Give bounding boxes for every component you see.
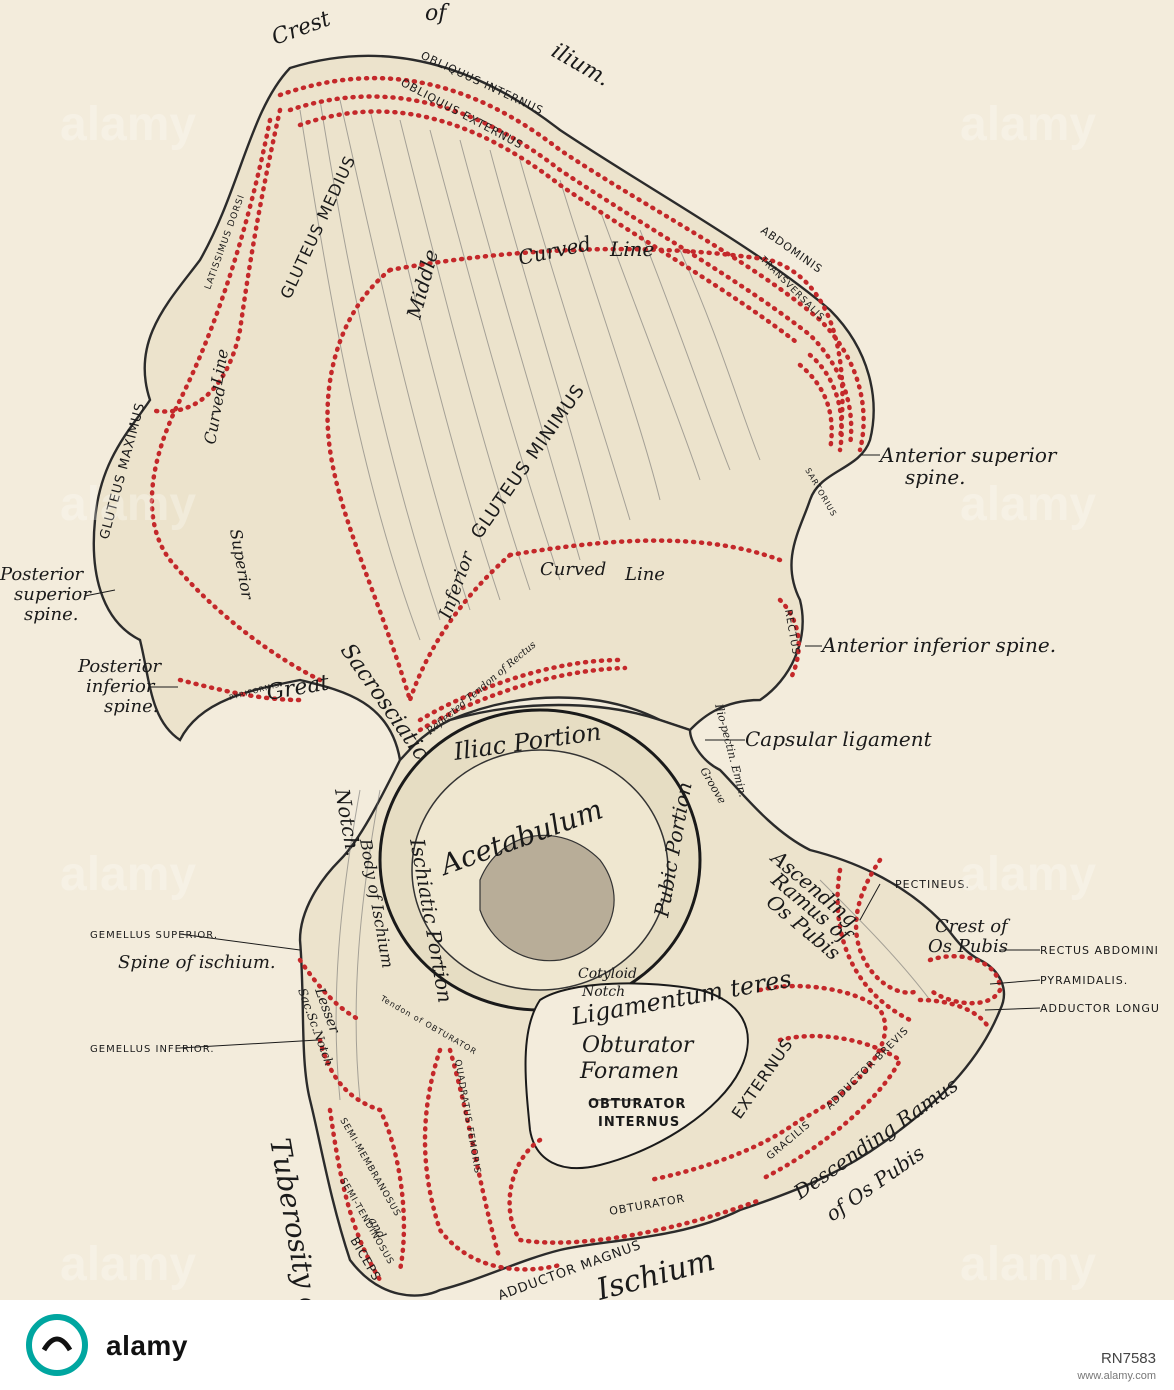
stock-image-id: RN7583 [1100, 1350, 1156, 1367]
site-url[interactable]: www.alamy.com [1077, 1370, 1156, 1382]
crest-label-2: of [425, 1, 450, 26]
posterior-superior-spine-2: superior [14, 584, 92, 605]
rectus-abdominis-label: RECTUS ABDOMINI [1040, 944, 1159, 957]
tuberosity-label: Tuberosity of [263, 1135, 329, 1300]
pyramidalis-label: PYRAMIDALIS. [1040, 974, 1128, 987]
watermark: alamy [960, 98, 1096, 151]
anterior-superior-spine-1: Anterior superior [878, 443, 1058, 467]
watermark: alamy [960, 478, 1096, 531]
capsular-ligament-label: Capsular ligament [745, 727, 933, 751]
anterior-inferior-spine-label: Anterior inferior spine. [820, 633, 1056, 657]
alamy-logo[interactable]: alamy [22, 1310, 252, 1380]
obturator-foramen-shape [524, 982, 749, 1170]
watermark: alamy [60, 98, 196, 151]
brand-name: alamy [106, 1330, 188, 1361]
posterior-superior-spine-1: Posterior [0, 564, 85, 585]
crest-label-1: Crest [269, 6, 335, 50]
stock-footer: alamy RN7583 www.alamy.com [0, 1300, 1174, 1390]
pectineus-label: PECTINEUS. [895, 878, 970, 891]
posterior-inferior-spine-3: spine. [104, 696, 158, 717]
watermark-layer: alamy alamy alamy alamy alamy alamy alam… [60, 98, 1096, 1291]
adductor-longus-label: ADDUCTOR LONGU [1040, 1002, 1160, 1015]
crest-of-os-pubis-1: Crest of [935, 916, 1011, 937]
posterior-inferior-spine-2: inferior [86, 676, 156, 697]
cotyloid-notch-2: Notch [581, 984, 625, 1000]
callout-labels: Anterior superior spine. Anterior inferi… [0, 443, 1058, 1101]
watermark: alamy [960, 1238, 1096, 1291]
os-innominatum [92, 54, 1006, 1297]
obturator-foramen-1: Obturator [582, 1033, 695, 1058]
watermark: alamy [60, 478, 196, 531]
obturator-internus-label-2: INTERNUS [598, 1115, 680, 1130]
cotyloid-notch-1: Cotyloid [578, 966, 637, 982]
hip-bone-illustration: Crest of ilium. Middle Curved Line Super… [0, 1, 1160, 1300]
watermark: alamy [60, 1238, 196, 1291]
watermark: alamy [960, 848, 1096, 901]
watermark: alamy [60, 848, 196, 901]
spine-of-ischium-label: Spine of ischium. [118, 952, 276, 973]
middle-curved-line-3: Line [609, 237, 654, 261]
muscle-attachments [147, 75, 1003, 1283]
obturator-internus-label-1: OBTURATOR [588, 1097, 686, 1112]
crest-label-3: ilium. [547, 39, 614, 92]
alamy-mark-icon [26, 1314, 88, 1376]
obturator-foramen-2: Foramen [579, 1059, 679, 1084]
crest-of-os-pubis-2: Os Pubis [928, 936, 1008, 957]
inferior-curved-line-3: Line [624, 564, 665, 585]
posterior-superior-spine-3: spine. [24, 604, 78, 625]
inferior-curved-line-2: Curved [540, 559, 606, 580]
gemellus-superior-label: GEMELLUS SUPERIOR. [90, 930, 218, 941]
posterior-inferior-spine-1: Posterior [77, 656, 163, 677]
gemellus-inferior-label: GEMELLUS INFERIOR. [90, 1044, 215, 1055]
anterior-superior-spine-2: spine. [905, 465, 966, 489]
